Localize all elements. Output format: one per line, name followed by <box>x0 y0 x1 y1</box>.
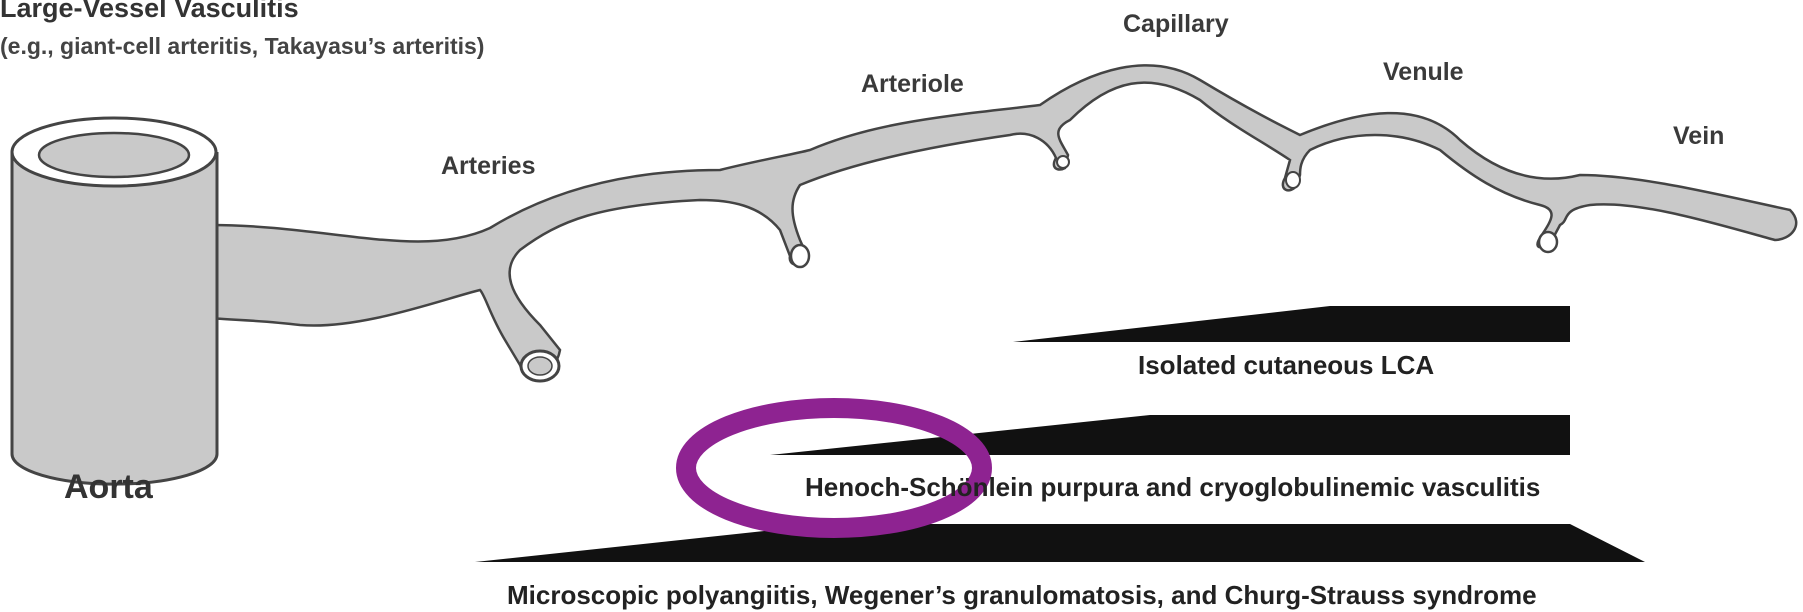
page-subtitle: (e.g., giant-cell arteritis, Takayasu’s … <box>0 33 484 60</box>
aorta-cylinder <box>12 118 217 484</box>
venule-branch-opening <box>1286 172 1300 188</box>
label-arteries: Arteries <box>441 152 536 181</box>
label-aorta: Aorta <box>64 468 153 507</box>
vein-branch-opening <box>1539 232 1557 252</box>
label-arteriole: Arteriole <box>861 70 964 99</box>
caption-microscopic-polyangiitis: Microscopic polyangiitis, Wegener’s gran… <box>507 580 1537 611</box>
wedge-isolated-cutaneous-lca <box>1013 306 1570 342</box>
caption-isolated-cutaneous-lca: Isolated cutaneous LCA <box>1138 350 1434 381</box>
label-capillary: Capillary <box>1123 10 1229 39</box>
caption-henoch-schonlein: Henoch-Schönlein purpura and cryoglobuli… <box>805 472 1540 503</box>
label-venule: Venule <box>1383 58 1464 87</box>
page-title: Large-Vessel Vasculitis <box>0 0 299 24</box>
label-vein: Vein <box>1673 122 1724 151</box>
highlight-ellipse <box>686 408 982 528</box>
wedge-microscopic-polyangiitis <box>475 524 1645 562</box>
artery-branch-opening-inner <box>528 357 552 375</box>
capillary-branch-opening <box>1057 156 1069 168</box>
arteriole-branch-opening <box>791 245 809 267</box>
